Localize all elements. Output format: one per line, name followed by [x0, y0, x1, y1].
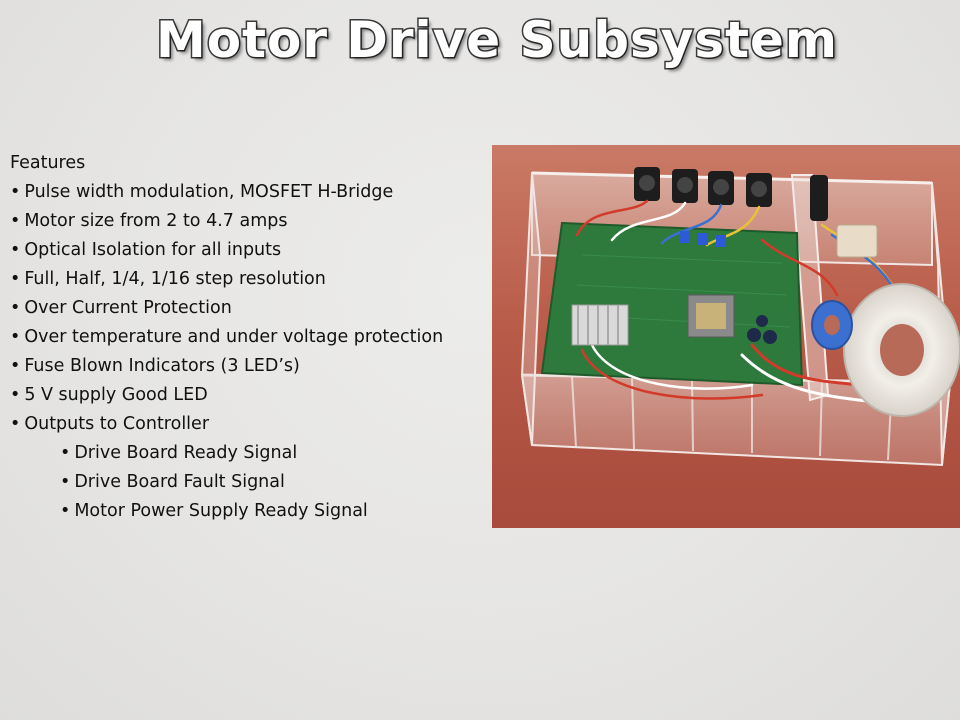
bullet-icon: •: [10, 240, 21, 260]
feature-text: 5 V supply Good LED: [24, 385, 208, 405]
feature-item: •Fuse Blown Indicators (3 LED’s): [10, 352, 490, 381]
feature-item: •Pulse width modulation, MOSFET H-Bridge: [10, 178, 490, 207]
feature-text: Outputs to Controller: [24, 414, 210, 434]
sub-feature-item: •Drive Board Ready Signal: [60, 439, 490, 468]
feature-item: •5 V supply Good LED: [10, 381, 490, 410]
sub-feature-text: Drive Board Ready Signal: [74, 443, 298, 463]
features-list: •Pulse width modulation, MOSFET H-Bridge…: [10, 178, 490, 439]
bullet-icon: •: [10, 182, 21, 202]
feature-item: •Full, Half, 1/4, 1/16 step resolution: [10, 265, 490, 294]
feature-text: Optical Isolation for all inputs: [24, 240, 282, 260]
bullet-icon: •: [10, 356, 21, 376]
feature-item: •Over Current Protection: [10, 294, 490, 323]
bullet-icon: •: [60, 472, 71, 492]
bullet-icon: •: [10, 269, 21, 289]
sub-features-list: •Drive Board Ready Signal •Drive Board F…: [10, 439, 490, 526]
sub-feature-item: •Drive Board Fault Signal: [60, 468, 490, 497]
feature-text: Over Current Protection: [24, 298, 232, 318]
sub-feature-item: •Motor Power Supply Ready Signal: [60, 497, 490, 526]
motor-drive-photo: [492, 145, 960, 528]
features-text-block: Features •Pulse width modulation, MOSFET…: [10, 149, 490, 526]
bullet-icon: •: [10, 414, 21, 434]
feature-text: Motor size from 2 to 4.7 amps: [24, 211, 288, 231]
bullet-icon: •: [10, 385, 21, 405]
feature-item: •Over temperature and under voltage prot…: [10, 323, 490, 352]
sub-feature-text: Drive Board Fault Signal: [74, 472, 285, 492]
bullet-icon: •: [10, 211, 21, 231]
slide-title: Motor Drive Subsystem: [154, 10, 839, 71]
feature-text: Fuse Blown Indicators (3 LED’s): [24, 356, 300, 376]
feature-text: Over temperature and under voltage prote…: [24, 327, 444, 347]
feature-item: •Motor size from 2 to 4.7 amps: [10, 207, 490, 236]
feature-item: •Optical Isolation for all inputs: [10, 236, 490, 265]
bullet-icon: •: [10, 298, 21, 318]
features-heading: Features: [10, 153, 86, 173]
bullet-icon: •: [10, 327, 21, 347]
sub-feature-text: Motor Power Supply Ready Signal: [74, 501, 368, 521]
feature-item: •Outputs to Controller: [10, 410, 490, 439]
feature-text: Pulse width modulation, MOSFET H-Bridge: [24, 182, 394, 202]
bullet-icon: •: [60, 443, 71, 463]
bullet-icon: •: [60, 501, 71, 521]
feature-text: Full, Half, 1/4, 1/16 step resolution: [24, 269, 326, 289]
